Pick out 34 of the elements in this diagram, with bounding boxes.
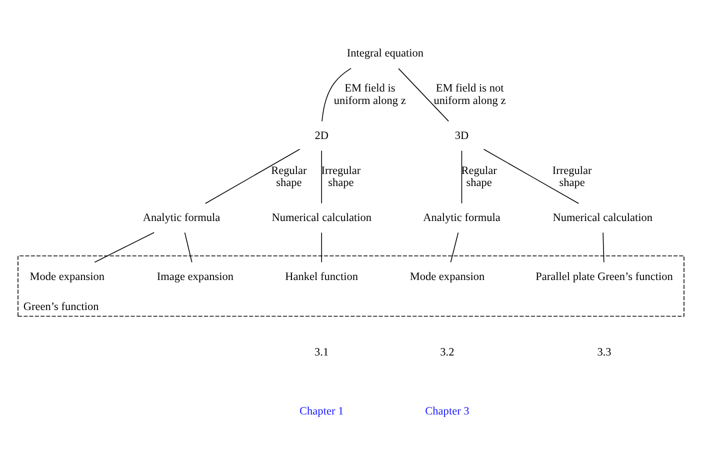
label: Chapter 3 (425, 404, 470, 417)
connector (450, 232, 459, 262)
edge-label: EM field is not uniform along z (434, 82, 506, 106)
edge-label: EM field is uniform along z (334, 82, 406, 106)
node-text: Numerical calculation (272, 211, 372, 224)
node-text: Numerical calculation (552, 211, 653, 224)
label: 3.1 (314, 346, 329, 358)
node-text: 3D (454, 129, 469, 142)
connector (321, 150, 322, 204)
node-text: 2D (314, 129, 328, 142)
edge-label: Regular shape (271, 164, 307, 188)
connector (321, 232, 322, 262)
connector (94, 232, 154, 262)
node-text: Mode expansion (410, 270, 485, 282)
connector (398, 68, 449, 122)
edge-label: Irregular shape (552, 164, 592, 188)
connector (204, 148, 300, 204)
node-text: Mode expansion (30, 270, 105, 282)
edge-label: Irregular shape (321, 164, 361, 188)
node-text: Analytic formula (423, 211, 500, 224)
node-text: Analytic formula (142, 211, 220, 224)
node-text: Image expansion (156, 270, 234, 282)
label: 3.3 (597, 346, 612, 358)
edge-label: Regular shape (461, 164, 497, 188)
node-text: Integral equation (346, 47, 424, 60)
connector (322, 67, 352, 122)
connector (483, 148, 580, 204)
label: Chapter 1 (300, 404, 344, 417)
connector (461, 150, 462, 204)
node-text: Hankel function (285, 270, 358, 282)
connector (184, 232, 192, 262)
node-text: Parallel plate Green’s function (536, 270, 673, 282)
label: 3.2 (440, 346, 454, 358)
connector (602, 232, 604, 262)
